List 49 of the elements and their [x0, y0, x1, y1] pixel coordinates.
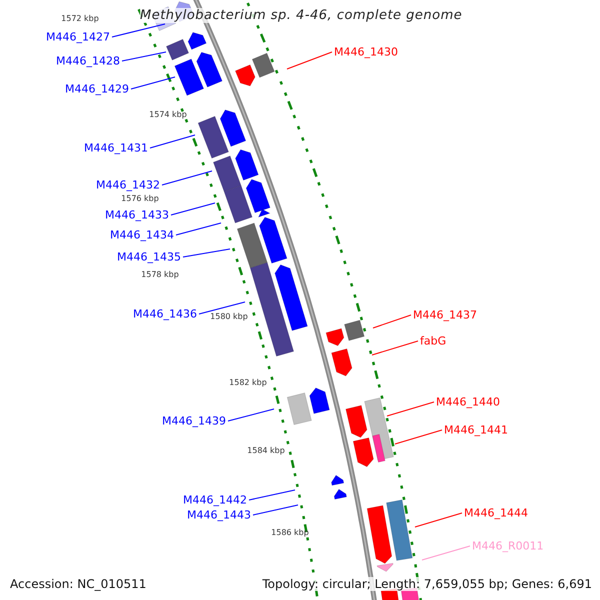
- genome-info-text: Topology: circular; Length: 7,659,055 bp; Genes: 6,691: [262, 577, 592, 591]
- leader-line: [112, 24, 166, 38]
- leader-line: [422, 546, 470, 560]
- scale-label: 1580 kbp: [210, 312, 248, 322]
- gene-label: M446_1444: [464, 506, 528, 520]
- leader-line: [372, 340, 418, 356]
- scale-label: 1586 kbp: [271, 528, 309, 538]
- gene-label: M446_1440: [436, 396, 500, 408]
- leader-line: [286, 52, 332, 70]
- gene-label: M446_1429: [65, 82, 129, 96]
- scale-label: 1572 kbp: [61, 14, 99, 24]
- gene-label: M446_1432: [96, 178, 160, 192]
- gene-label: M446_1435: [117, 250, 181, 264]
- leader-line: [372, 314, 412, 328]
- gene-label: M446_1439: [162, 414, 226, 428]
- leader-line: [386, 402, 434, 416]
- leader-line: [252, 504, 298, 516]
- scale-label: 1584 kbp: [247, 446, 285, 456]
- leader-line: [150, 134, 196, 148]
- gene-label: M446_1430: [334, 46, 398, 58]
- gene-label: M446_1437: [413, 308, 477, 322]
- gene-label: M446_1442: [183, 494, 247, 506]
- leader-line: [122, 52, 166, 62]
- scale-label: 1574 kbp: [149, 110, 187, 120]
- scale-label: 1576 kbp: [121, 194, 159, 204]
- leader-line: [162, 170, 212, 186]
- gene-label: M446_1427: [46, 30, 110, 44]
- leader-line: [176, 222, 222, 236]
- scale-label: 1578 kbp: [141, 270, 179, 280]
- leader-line: [394, 430, 442, 444]
- genome-info-text: Accession: NC_010511: [10, 577, 146, 591]
- gene-label: M446_1434: [110, 228, 174, 242]
- leader-line: [130, 76, 176, 90]
- map-title: Methylobacterium sp. 4-46, complete genome: [140, 8, 460, 23]
- gene-label: M446_1443: [187, 508, 251, 522]
- leader-line: [182, 248, 230, 258]
- leader-line: [228, 408, 274, 422]
- gene-label: M446_R0011: [472, 540, 544, 552]
- leader-line: [170, 202, 216, 216]
- gene-label: fabG: [420, 334, 446, 348]
- gene-label: M446_1441: [444, 424, 508, 436]
- scale-label: 1582 kbp: [229, 378, 267, 388]
- leader-line: [248, 490, 296, 500]
- gene-label: M446_1433: [105, 208, 169, 222]
- leader-line: [414, 512, 462, 528]
- gene-label: M446_1431: [84, 142, 148, 154]
- gene-label: M446_1436: [133, 308, 197, 320]
- leader-line: [198, 302, 246, 314]
- gene-label: M446_1428: [56, 54, 120, 68]
